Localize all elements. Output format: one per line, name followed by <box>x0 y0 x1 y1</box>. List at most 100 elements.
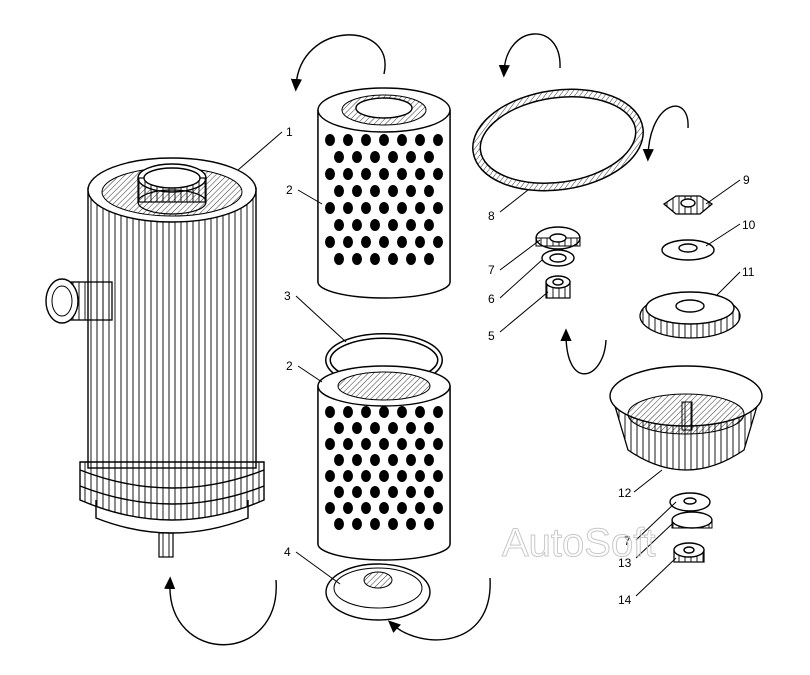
perforation-hole <box>397 236 407 248</box>
perforation-hole <box>397 202 407 214</box>
perforation-hole <box>433 406 443 418</box>
callout-7-lower: 7 <box>624 534 631 548</box>
perforation-hole <box>406 454 416 466</box>
perforation-hole <box>388 253 398 265</box>
assembly-arrows <box>164 33 689 646</box>
perforation-hole <box>334 486 344 498</box>
perforation-hole <box>388 422 398 434</box>
perforation-hole <box>388 151 398 163</box>
perforation-hole <box>406 151 416 163</box>
dust-bowl-12 <box>609 365 763 471</box>
perforation-hole <box>415 236 425 248</box>
perforation-hole <box>325 406 335 418</box>
perforation-hole <box>433 236 443 248</box>
perforation-hole <box>334 151 344 163</box>
perforation-hole <box>424 151 434 163</box>
perforation-hole <box>325 438 335 450</box>
perforation-hole <box>424 219 434 231</box>
perforation-hole <box>406 518 416 530</box>
perforation-hole <box>433 202 443 214</box>
perforation-hole <box>415 202 425 214</box>
end-cap <box>325 563 431 621</box>
nut-14 <box>673 542 705 563</box>
washer-10 <box>661 239 715 261</box>
perforation-hole <box>370 454 380 466</box>
perforation-hole <box>379 406 389 418</box>
curved-arrow-icon <box>164 576 277 646</box>
perforation-hole <box>334 518 344 530</box>
perforation-hole <box>352 422 362 434</box>
perforation-hole <box>343 202 353 214</box>
perforation-hole <box>352 253 362 265</box>
perforation-hole <box>424 454 434 466</box>
callout-6: 6 <box>488 292 495 306</box>
callout-9: 9 <box>743 173 750 187</box>
perforation-hole <box>370 151 380 163</box>
callout-labels: 1 2 3 2 4 5 6 7 8 9 10 11 12 7 13 14 <box>284 125 756 607</box>
watermark: AutoSoft <box>502 521 655 565</box>
perforation-hole <box>352 518 362 530</box>
callout-5: 5 <box>488 329 495 343</box>
perforation-hole <box>361 470 371 482</box>
perforation-hole <box>388 185 398 197</box>
leader-lines <box>237 131 741 597</box>
perforation-hole <box>325 168 335 180</box>
perforation-hole <box>361 134 371 146</box>
curved-arrow-icon <box>560 328 607 375</box>
callout-14: 14 <box>618 593 632 607</box>
perforation-hole <box>388 486 398 498</box>
perforation-hole <box>370 486 380 498</box>
perforation-hole <box>397 502 407 514</box>
curved-arrow-icon <box>387 577 491 641</box>
filter-element-lower <box>317 365 451 561</box>
callout-10: 10 <box>742 218 756 232</box>
perforation-hole <box>379 502 389 514</box>
perforation-hole <box>334 253 344 265</box>
perforation-hole <box>343 406 353 418</box>
perforation-hole <box>406 185 416 197</box>
perforation-hole <box>406 253 416 265</box>
perforation-hole <box>343 236 353 248</box>
perforation-hole <box>424 185 434 197</box>
callout-4: 4 <box>284 545 291 559</box>
perforation-hole <box>370 185 380 197</box>
perforation-hole <box>361 168 371 180</box>
perforation-hole <box>397 168 407 180</box>
callout-7-upper: 7 <box>488 263 495 277</box>
perforation-hole <box>433 134 443 146</box>
perforation-hole <box>415 168 425 180</box>
perforation-hole <box>424 518 434 530</box>
perforation-hole <box>352 219 362 231</box>
callout-2-lower: 2 <box>286 359 293 373</box>
perforation-hole <box>415 470 425 482</box>
perforation-holes <box>325 406 443 530</box>
perforation-hole <box>343 168 353 180</box>
perforation-hole <box>388 219 398 231</box>
callout-1: 1 <box>286 125 293 139</box>
perforation-hole <box>415 502 425 514</box>
curved-arrow-icon <box>290 34 386 92</box>
cap-nut-9 <box>662 195 714 215</box>
filter-element-upper <box>317 87 451 299</box>
perforation-hole <box>343 134 353 146</box>
perforation-hole <box>433 438 443 450</box>
perforation-hole <box>379 438 389 450</box>
perforation-hole <box>325 470 335 482</box>
perforation-hole <box>343 470 353 482</box>
callout-8: 8 <box>488 209 495 223</box>
perforation-hole <box>424 486 434 498</box>
perforation-hole <box>334 422 344 434</box>
washer-7-upper <box>535 226 581 250</box>
perforation-hole <box>343 502 353 514</box>
perforation-hole <box>388 518 398 530</box>
callout-12: 12 <box>618 486 632 500</box>
perforation-hole <box>361 202 371 214</box>
perforation-hole <box>334 219 344 231</box>
cover-disc-11 <box>639 291 741 339</box>
perforation-hole <box>370 219 380 231</box>
perforation-hole <box>325 202 335 214</box>
perforation-hole <box>433 470 443 482</box>
perforation-hole <box>352 454 362 466</box>
callout-2-upper: 2 <box>286 183 293 197</box>
